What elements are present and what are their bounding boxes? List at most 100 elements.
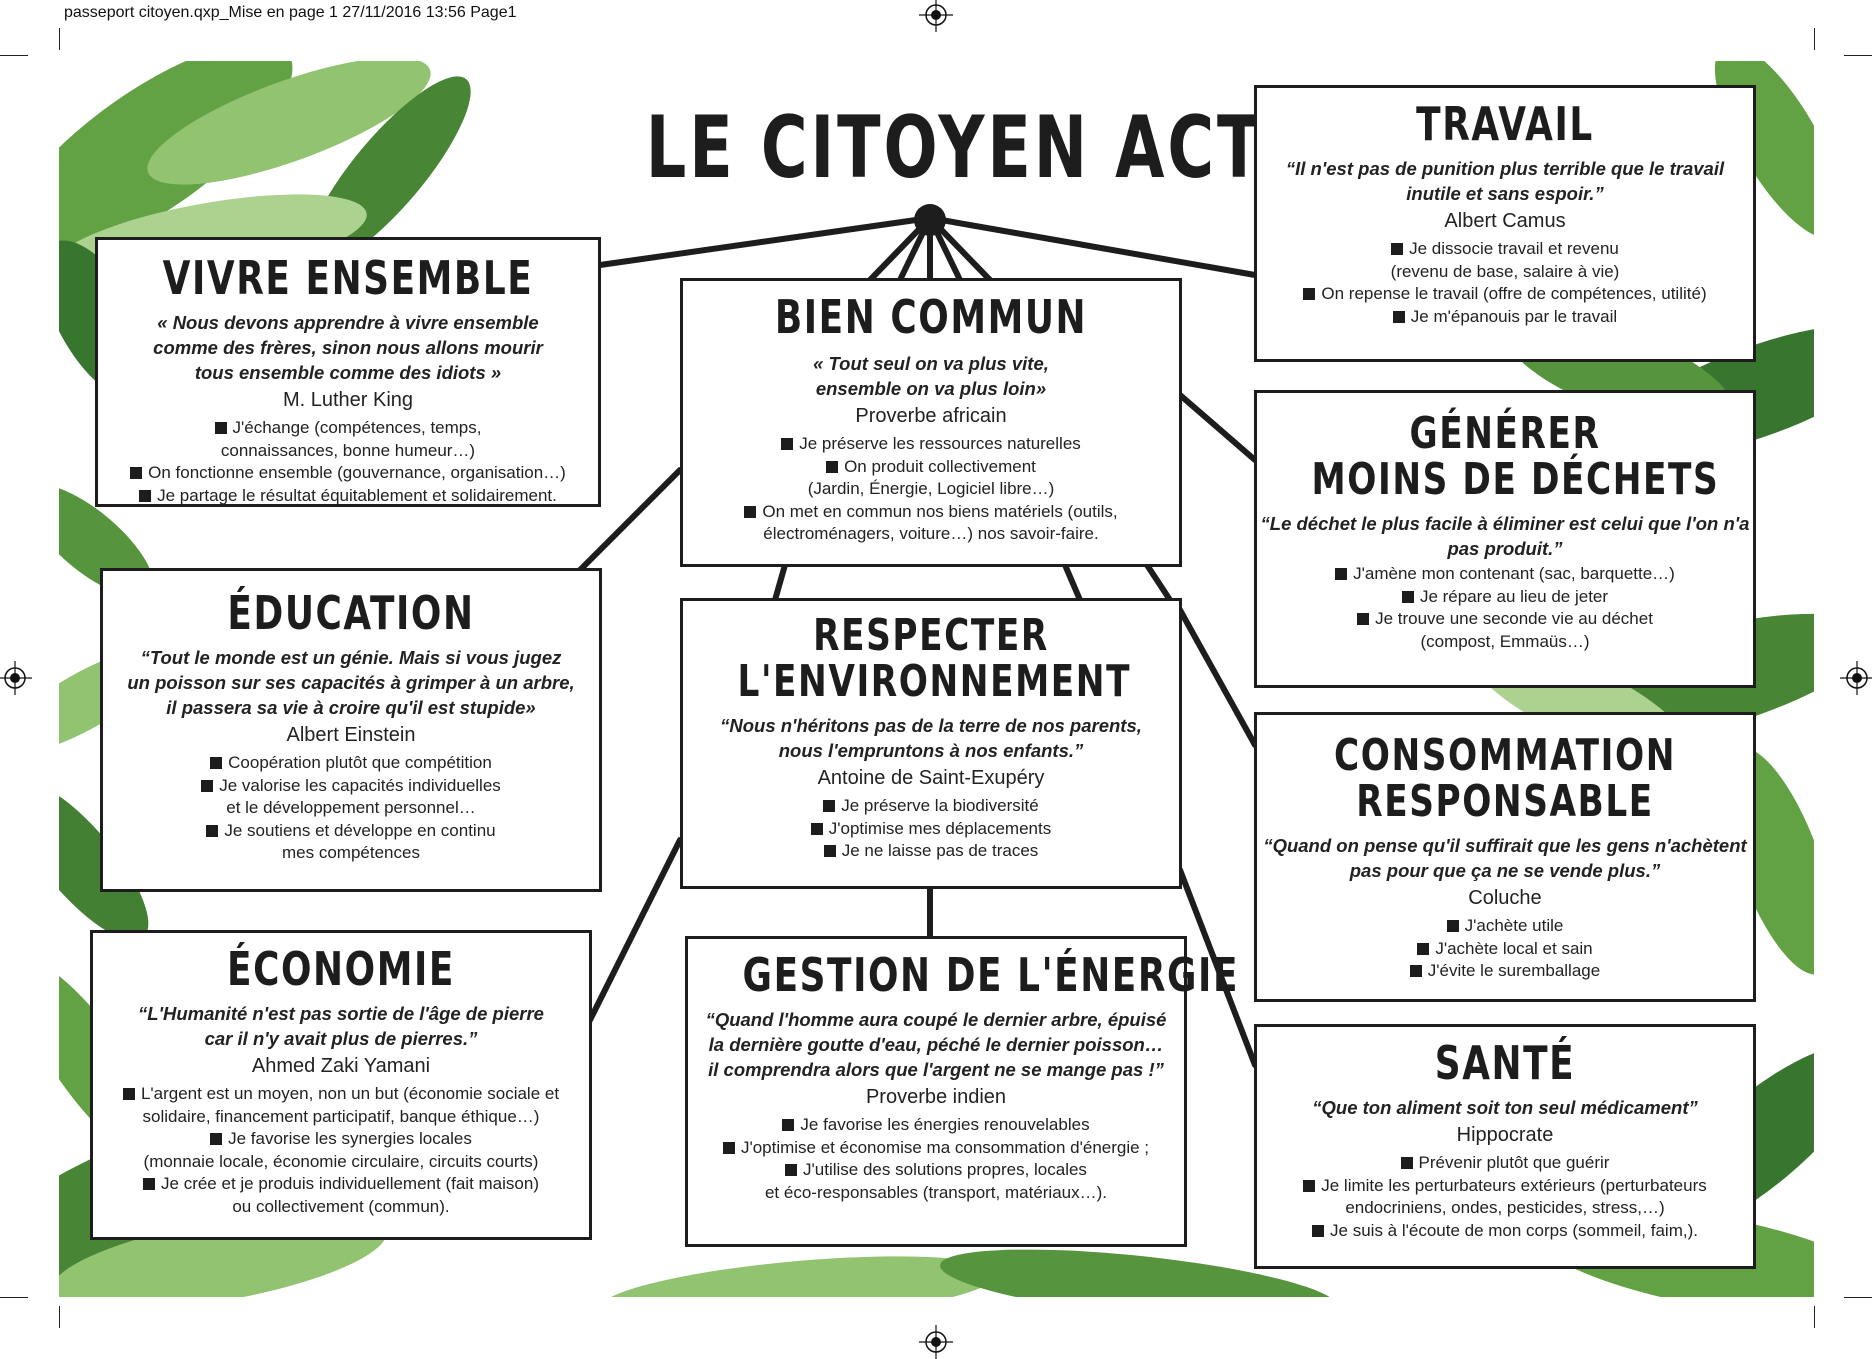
quote-author: Hippocrate	[1456, 1124, 1554, 1147]
action-list: Je préserve les ressources naturelles On…	[683, 433, 1179, 546]
box-title: CONSOMMATION	[1334, 730, 1676, 781]
box-travail: TRAVAIL “Il n'est pas de punition plus t…	[1254, 85, 1756, 362]
quote-author: Ahmed Zaki Yamani	[251, 1055, 431, 1078]
action-list: J'échange (compétences, temps,connaissan…	[98, 417, 598, 507]
list-item: Coopération plutôt que compétition	[103, 752, 599, 775]
quote-line: « Nous devons apprendre à vivre ensemble	[157, 312, 539, 334]
quote-line: nous l'empruntons à nos enfants.”	[778, 740, 1084, 762]
bullet-square-icon	[139, 489, 152, 502]
action-list: Je favorise les énergies renouvelables J…	[688, 1114, 1184, 1204]
list-item: J'achète local et sain	[1257, 938, 1753, 961]
quote-line: “Il n'est pas de punition plus terrible …	[1285, 158, 1725, 180]
bullet-square-icon	[823, 845, 836, 858]
bullet-square-icon	[130, 467, 143, 480]
box-title: GESTION DE L'ÉNERGIE	[742, 948, 1240, 1002]
quote-line: inutile et sans espoir.”	[1406, 183, 1604, 205]
quote-line: “Quand on pense qu'il suffirait que les …	[1263, 835, 1747, 857]
list-item: L'argent est un moyen, non un but (écono…	[93, 1083, 589, 1128]
list-item: Je crée et je produis individuellement (…	[93, 1173, 589, 1218]
quote-line: pas produit.”	[1447, 538, 1563, 560]
registration-mark-icon	[1840, 661, 1872, 695]
bullet-square-icon	[214, 422, 227, 435]
page-title: LE CITOYEN ACTEUR	[645, 98, 1417, 198]
quote-line: la dernière goutte d'eau, péché le derni…	[708, 1034, 1164, 1056]
quote-author: Coluche	[1468, 887, 1542, 910]
quote-line: “Nous n'héritons pas de la terre de nos …	[720, 715, 1142, 737]
quote-line: un poisson sur ses capacités à grimper à…	[127, 672, 575, 694]
bullet-square-icon	[122, 1088, 135, 1101]
registration-mark-icon	[0, 661, 32, 695]
list-item: J'échange (compétences, temps,connaissan…	[98, 417, 598, 462]
box-title: ÉDUCATION	[227, 586, 475, 640]
list-item: Je m'épanouis par le travail	[1257, 306, 1753, 329]
bullet-square-icon	[1312, 1224, 1325, 1237]
quote-line: ensemble on va plus loin»	[815, 378, 1047, 400]
bullet-square-icon	[1303, 288, 1316, 301]
bullet-square-icon	[722, 1141, 735, 1154]
box-title: SANTÉ	[1434, 1036, 1576, 1090]
trim-mark	[59, 1306, 60, 1328]
box-generer-moins-de-dechets: GÉNÉRER MOINS DE DÉCHETS “Le déchet le p…	[1254, 390, 1756, 688]
quote-line: il passera sa vie à croire qu'il est stu…	[166, 697, 536, 719]
quote-line: “Tout le monde est un génie. Mais si vou…	[140, 647, 562, 669]
list-item: On fonctionne ensemble (gouvernance, org…	[98, 462, 598, 485]
list-item: Je dissocie travail et revenu(revenu de …	[1390, 239, 1620, 281]
list-item: Je préserve les ressources naturelles	[683, 433, 1179, 456]
box-title: RESPONSABLE	[1356, 776, 1654, 828]
quote-line: il comprendra alors que l'argent ne se m…	[708, 1059, 1164, 1081]
list-item: Je trouve une seconde vie au déchet(comp…	[1257, 608, 1753, 653]
quote-author: Albert Einstein	[286, 724, 416, 747]
bullet-square-icon	[1303, 1179, 1316, 1192]
bullet-square-icon	[782, 1119, 795, 1132]
bullet-square-icon	[210, 757, 223, 770]
bullet-square-icon	[210, 1133, 223, 1146]
list-item: Je répare au lieu de jeter	[1257, 586, 1753, 609]
box-vivre-ensemble: VIVRE ENSEMBLE « Nous devons apprendre à…	[95, 237, 601, 507]
action-list: Je dissocie travail et revenu(revenu de …	[1257, 238, 1753, 328]
box-title: GÉNÉRER	[1409, 408, 1601, 459]
bullet-square-icon	[206, 824, 219, 837]
quote-line: « Tout seul on va plus vite,	[813, 353, 1049, 375]
quote-line: “Quand l'homme aura coupé le dernier arb…	[705, 1009, 1167, 1031]
trim-mark	[1814, 28, 1815, 50]
bullet-square-icon	[781, 438, 794, 451]
list-item: On met en commun nos biens matériels (ou…	[683, 501, 1179, 546]
box-education: ÉDUCATION “Tout le monde est un génie. M…	[100, 568, 602, 892]
box-consommation-responsable: CONSOMMATION RESPONSABLE “Quand on pense…	[1254, 712, 1756, 1002]
quote-author: Albert Camus	[1444, 210, 1566, 233]
action-list: J'amène mon contenant (sac, barquette…) …	[1257, 563, 1753, 653]
bullet-square-icon	[823, 800, 836, 813]
bullet-square-icon	[143, 1178, 156, 1191]
quote-line: car il n'y avait plus de pierres.”	[204, 1028, 478, 1050]
box-title: VIVRE ENSEMBLE	[162, 251, 534, 305]
bullet-square-icon	[785, 1164, 798, 1177]
quote-author: Proverbe africain	[855, 405, 1007, 428]
quote-line: tous ensemble comme des idiots »	[194, 362, 502, 384]
box-title: ÉCONOMIE	[227, 942, 455, 996]
list-item: J'achète utile	[1257, 915, 1753, 938]
list-item: J'utilise des solutions propres, locales…	[764, 1160, 1108, 1202]
bullet-square-icon	[826, 460, 839, 473]
list-item: J'optimise et économise ma consommation …	[688, 1137, 1184, 1160]
print-header: passeport citoyen.qxp_Mise en page 1 27/…	[64, 4, 517, 21]
bullet-square-icon	[1392, 310, 1405, 323]
box-title: TRAVAIL	[1416, 97, 1594, 151]
quote-line: “L'Humanité n'est pas sortie de l'âge de…	[138, 1003, 544, 1025]
quote-author: Antoine de Saint-Exupéry	[817, 767, 1045, 790]
trim-mark	[1814, 1306, 1815, 1328]
box-title: RESPECTER	[813, 610, 1049, 661]
quote-author: Proverbe indien	[865, 1086, 1007, 1109]
list-item: Je préserve la biodiversité	[683, 795, 1179, 818]
bullet-square-icon	[1401, 590, 1414, 603]
list-item: J'optimise mes déplacements	[683, 818, 1179, 841]
action-list: Je préserve la biodiversité J'optimise m…	[683, 795, 1179, 863]
action-list: L'argent est un moyen, non un but (écono…	[93, 1083, 589, 1218]
box-title: MOINS DE DÉCHETS	[1311, 454, 1720, 506]
list-item: Prévenir plutôt que guérir	[1257, 1152, 1753, 1175]
registration-mark-icon	[919, 1325, 953, 1359]
list-item: Je partage le résultat équitablement et …	[98, 485, 598, 508]
quote-line: comme des frères, sinon nous allons mour…	[153, 337, 543, 359]
